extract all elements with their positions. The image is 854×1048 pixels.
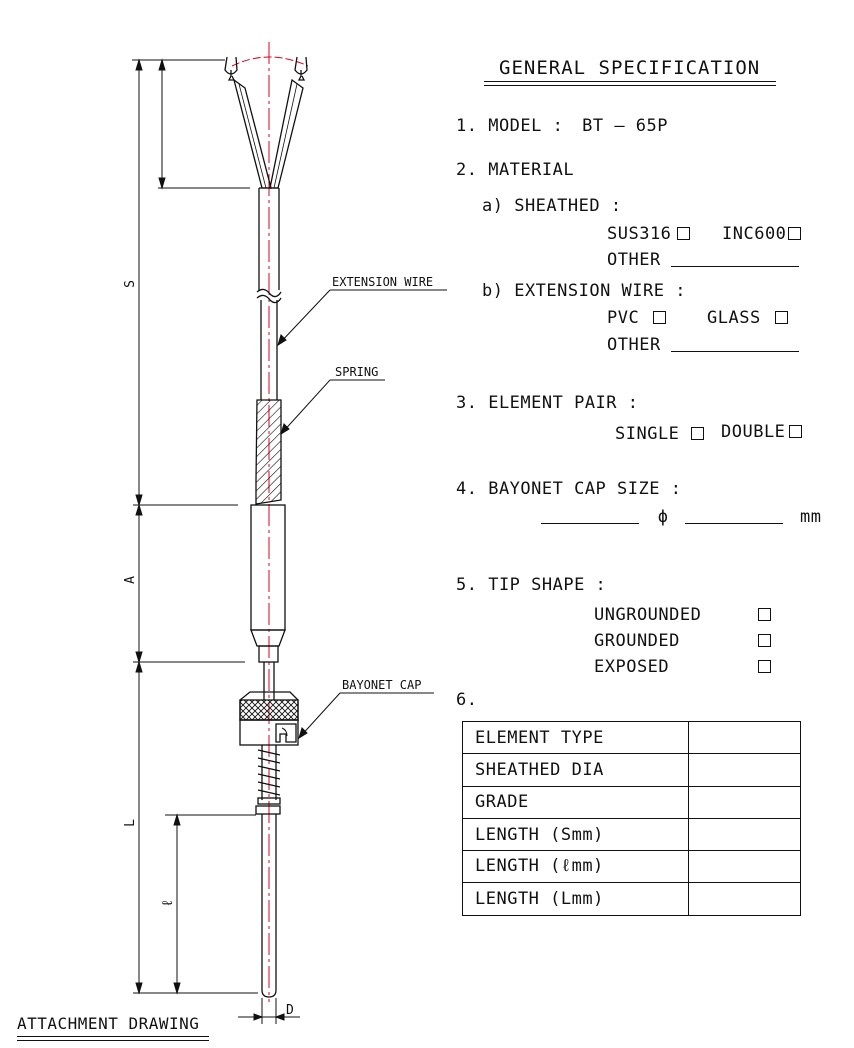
row-label-sheathed-dia: SHEATHED DIA: [462, 753, 689, 787]
row-label-length-l: LENGTH (Lmm): [462, 882, 689, 916]
dim-label-l: L: [123, 819, 138, 827]
option-label: UNGROUNDED: [594, 605, 702, 625]
table-row: LENGTH (Smm): [462, 817, 801, 852]
spec-table: ELEMENT TYPE SHEATHED DIA GRADE LENGTH (…: [462, 720, 801, 916]
cap-size-field-2[interactable]: [685, 509, 784, 524]
table-row: SHEATHED DIA: [462, 753, 801, 787]
callout-bayonet-cap: BAYONET CAP: [342, 678, 421, 692]
callout-extension-wire: EXTENSION WIRE: [332, 275, 433, 289]
bayonet-cap-size-label: 4. BAYONET CAP SIZE :: [456, 479, 682, 499]
table-row: LENGTH (Lmm): [462, 882, 801, 916]
extension-option-pvc[interactable]: PVC: [607, 308, 667, 328]
dim-label-d: D: [286, 1003, 294, 1018]
option-label: GROUNDED: [594, 631, 680, 651]
row-value-grade[interactable]: [688, 785, 801, 819]
title-underline: [484, 81, 776, 82]
option-label: EXPOSED: [594, 657, 670, 677]
title-underline-2: [484, 85, 776, 86]
checkbox[interactable]: [758, 608, 771, 621]
table-row: GRADE: [462, 785, 801, 819]
attachment-drawing-label: ATTACHMENT DRAWING: [17, 1014, 200, 1033]
fork-arc: [231, 56, 309, 67]
model-row: 1. MODEL : BT – 65P: [456, 116, 668, 136]
leader-lines: [277, 289, 447, 740]
checkbox[interactable]: [653, 311, 667, 324]
sheathed-option-sus316[interactable]: SUS316: [607, 224, 691, 244]
checkbox[interactable]: [788, 227, 802, 240]
table-row: ELEMENT TYPE: [462, 720, 801, 755]
material-label: 2. MATERIAL: [456, 160, 575, 180]
table-row: LENGTH (ℓmm): [462, 850, 801, 884]
option-label: SUS316: [607, 224, 672, 244]
diameter-symbol: ϕ: [657, 507, 669, 527]
table-label: 6.: [456, 690, 478, 710]
row-label-grade: GRADE: [462, 785, 689, 819]
model-label: 1. MODEL :: [456, 116, 564, 136]
cap-size-field-1[interactable]: [541, 509, 639, 524]
element-pair-double[interactable]: DOUBLE: [721, 422, 803, 442]
option-label: GLASS: [707, 308, 761, 328]
tip-shape-ungrounded[interactable]: UNGROUNDED: [594, 605, 771, 625]
checkbox[interactable]: [677, 227, 691, 240]
row-value-length-l-script[interactable]: [688, 850, 801, 884]
checkbox[interactable]: [774, 311, 788, 324]
option-label: INC600: [722, 224, 787, 244]
footer-underline-2: [17, 1040, 209, 1041]
dimension-lines: [132, 58, 300, 1024]
callout-spring: SPRING: [335, 365, 378, 379]
sheathed-option-inc600[interactable]: INC600: [722, 224, 802, 244]
other-label: OTHER: [607, 335, 661, 355]
spec-title: GENERAL SPECIFICATION: [499, 57, 761, 79]
checkbox[interactable]: [691, 427, 705, 440]
footer-underline: [17, 1036, 209, 1037]
row-value-element-type[interactable]: [688, 720, 801, 755]
dim-label-script-l: ℓ: [160, 899, 176, 907]
sheathed-label: a) SHEATHED :: [482, 196, 622, 216]
checkbox[interactable]: [758, 634, 771, 647]
other-field[interactable]: [670, 337, 799, 352]
bayonet-cap-size-fields: ϕ mm: [541, 507, 821, 527]
other-label: OTHER: [607, 250, 661, 270]
extension-wire-label: b) EXTENSION WIRE :: [482, 281, 686, 301]
option-label: SINGLE: [615, 424, 680, 444]
extension-option-glass[interactable]: GLASS: [707, 308, 788, 328]
option-label: DOUBLE: [721, 422, 786, 442]
checkbox[interactable]: [758, 660, 771, 673]
tip-shape-grounded[interactable]: GROUNDED: [594, 631, 771, 651]
cap-size-unit: mm: [800, 507, 822, 527]
option-label: PVC: [607, 308, 640, 328]
row-value-length-s[interactable]: [688, 817, 801, 852]
dim-label-a: A: [123, 576, 138, 584]
row-value-sheathed-dia[interactable]: [688, 753, 801, 787]
other-field[interactable]: [670, 252, 799, 267]
tip-shape-exposed[interactable]: EXPOSED: [594, 657, 771, 677]
extension-other: OTHER: [607, 335, 799, 355]
dim-label-s: S: [123, 280, 138, 288]
sheathed-other: OTHER: [607, 250, 799, 270]
element-pair-single[interactable]: SINGLE: [615, 424, 705, 444]
row-label-length-s: LENGTH (Smm): [462, 817, 689, 852]
tip-shape-label: 5. TIP SHAPE :: [456, 575, 607, 595]
probe-body: [224, 56, 308, 998]
row-label-length-l-script: LENGTH (ℓmm): [462, 850, 689, 884]
model-value: BT – 65P: [582, 116, 668, 136]
checkbox[interactable]: [789, 425, 803, 438]
element-pair-label: 3. ELEMENT PAIR :: [456, 393, 639, 413]
row-value-length-l[interactable]: [688, 882, 801, 916]
row-label-element-type: ELEMENT TYPE: [462, 720, 689, 755]
